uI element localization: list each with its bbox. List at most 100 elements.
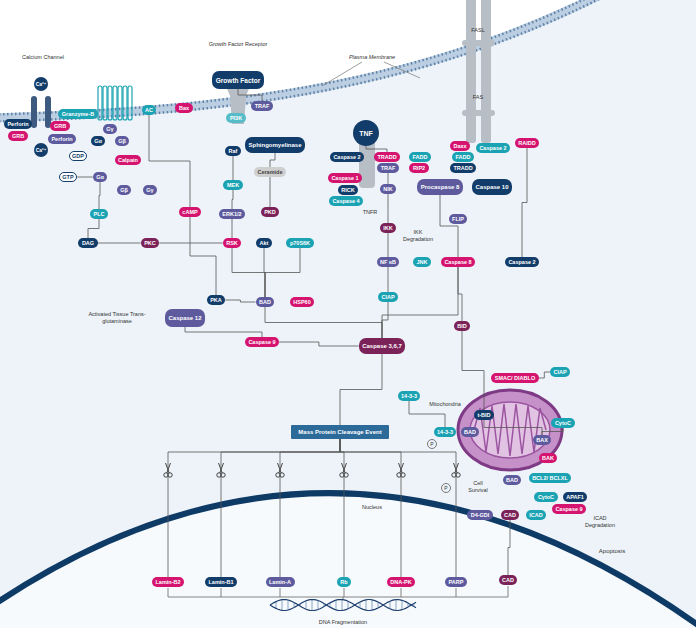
pathway-connector — [508, 520, 510, 575]
node-label: FADD — [413, 154, 428, 160]
protein-pill: PKC — [141, 238, 160, 248]
pathway-connector — [462, 331, 484, 410]
membrane-lipid — [0, 0, 600, 122]
annotation-label: Activated Tissue Trans-glutaminase — [86, 311, 148, 324]
protein-pill: BAD — [503, 475, 522, 485]
event-box: Mass Protein Cleavage Event — [291, 425, 388, 439]
node-label: PKD — [264, 209, 276, 215]
pathway-connector — [340, 439, 344, 577]
node-label: Mass Protein Cleavage Event — [298, 429, 381, 435]
node-label: Akt — [260, 240, 269, 246]
protein-pill: BAD — [461, 427, 480, 437]
protein-pill: PLC — [90, 209, 108, 219]
node-label: NIK — [383, 186, 392, 192]
annotation-label: ICAD Degradation — [583, 515, 617, 528]
annotation-label: Growth Factor Receptor — [209, 41, 268, 48]
node-label: Perforin — [51, 136, 72, 142]
pathway-connector — [225, 300, 255, 302]
protein-pill: BAX — [533, 435, 552, 445]
pathway-connector — [279, 342, 359, 346]
protein-pill: TRAF — [377, 163, 399, 173]
annotation-label: FAS — [473, 94, 483, 101]
protein-pill: Caspase 8 — [441, 257, 475, 267]
scissors-icon — [164, 463, 460, 477]
protein-pill: ERK1/2 — [219, 209, 245, 219]
protein-pill: Gβ — [115, 136, 130, 146]
pathway-connector — [98, 243, 141, 244]
pathway-connector — [340, 354, 382, 425]
node-label: RSK — [226, 240, 238, 246]
node-label: MEK — [227, 182, 239, 188]
protein-pill: Caspase 10 — [472, 179, 512, 195]
pathway-connector — [440, 195, 458, 257]
pathway-connector — [77, 177, 93, 178]
node-label: PI3K — [230, 115, 242, 121]
annotation-label: Mitochondria — [429, 401, 461, 408]
protein-pill: 14-3-3 — [434, 427, 457, 437]
protein-pill: CytoC — [551, 418, 574, 428]
node-label: TRADD — [453, 165, 472, 171]
node-label: Caspase 10 — [475, 184, 508, 190]
node-label: Lamin-B2 — [155, 579, 180, 585]
leader-line — [322, 62, 420, 86]
node-label: GRB — [54, 123, 66, 129]
dna-strand — [270, 600, 416, 611]
node-label: cAMP — [182, 209, 197, 215]
protein-pill: Akt — [256, 238, 272, 248]
node-label: Caspase 4 — [332, 198, 359, 204]
protein-pill: RICK — [338, 185, 358, 195]
protein-pill: JNK — [413, 257, 431, 267]
protein-pill: TRAF — [251, 101, 273, 111]
protein-pill: GRB — [8, 131, 27, 141]
gpcr-helices — [98, 86, 132, 120]
node-label: Bax — [179, 105, 189, 111]
node-label: TRAF — [255, 103, 270, 109]
node-label: GRB — [12, 133, 24, 139]
protein-pill: Ceramide — [254, 167, 286, 177]
pathway-connector — [458, 267, 462, 321]
node-label: APAF1 — [566, 494, 584, 500]
protein-pill: BAK — [539, 453, 558, 463]
pathway-connector — [221, 439, 340, 577]
node-label: CIAP — [553, 369, 566, 375]
pathway-connector — [190, 217, 216, 295]
protein-pill: PKA — [207, 295, 226, 305]
protein-pill: CytoC — [534, 492, 557, 502]
node-label: FADD — [456, 154, 471, 160]
node-label: Perforin — [7, 121, 28, 127]
node-label: Sphingomyelinase — [248, 142, 301, 148]
protein-pill: APAF1 — [563, 492, 588, 502]
node-label: 14-3-3 — [437, 429, 453, 435]
node-label: BAD — [464, 429, 476, 435]
node-label: IKK — [383, 225, 392, 231]
protein-pill: Gα — [93, 172, 108, 182]
protein-pill: Gγ — [143, 185, 157, 195]
protein-pill: Calpain — [115, 155, 142, 165]
pathway-connector — [265, 248, 300, 297]
protein-pill: GRB — [50, 121, 69, 131]
node-label: Procaspase 8 — [421, 184, 460, 190]
pathway-connector — [340, 439, 401, 577]
protein-pill: BAD — [256, 297, 275, 307]
protein-pill: PARP — [445, 577, 467, 587]
pathway-connector — [388, 173, 389, 184]
annotation-label: Cell Survival — [463, 480, 493, 493]
protein-pill: RIP2 — [409, 163, 428, 173]
annotation-label: DNA Fragmentation — [319, 619, 367, 626]
node-label: BCL2/ BCLXL — [532, 475, 568, 481]
node-label: TNF — [359, 130, 373, 137]
molecule-circle: TNF — [353, 120, 379, 146]
protein-pill: Growth Factor — [212, 71, 263, 89]
node-label: SMAC/ DIABLO — [495, 375, 535, 381]
protein-pill: PKD — [261, 207, 280, 217]
node-label: BID — [457, 323, 466, 329]
node-label: Caspase 2 — [508, 259, 535, 265]
protein-pill: Procaspase 8 — [417, 179, 463, 195]
protein-pill: Perforin — [48, 134, 76, 144]
node-label: NF κB — [380, 259, 396, 265]
protein-pill: Caspase 4 — [329, 196, 363, 206]
pathway-connector — [388, 194, 389, 223]
pathway-connector — [168, 439, 340, 577]
node-label: t-BID — [477, 412, 490, 418]
node-label: Raf — [229, 148, 238, 154]
